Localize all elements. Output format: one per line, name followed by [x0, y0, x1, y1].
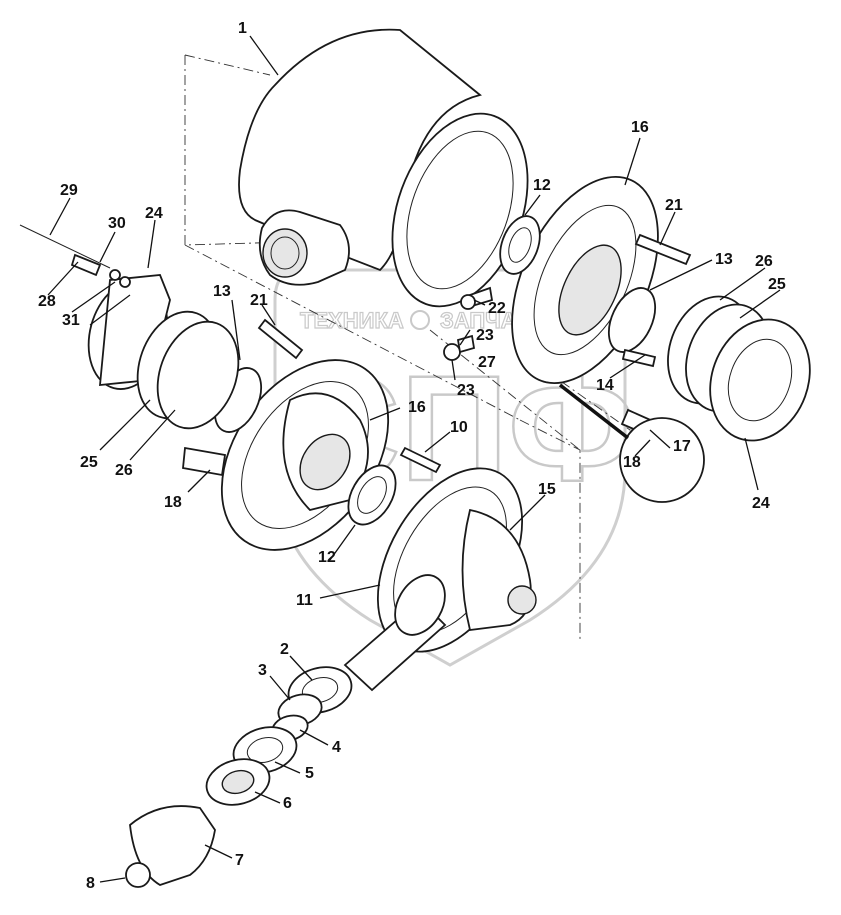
callout-31: 31	[62, 312, 80, 329]
callout-26-left: 26	[115, 462, 133, 479]
callout-12-lower: 12	[318, 549, 336, 566]
part-fasteners	[19, 224, 692, 492]
callout-22: 22	[488, 300, 506, 317]
callout-8: 8	[86, 875, 95, 892]
watermark-left-text: ТЕХНИКА	[300, 308, 404, 333]
callout-10: 10	[450, 419, 468, 436]
callout-28: 28	[38, 293, 56, 310]
callout-30: 30	[108, 215, 126, 232]
leader-lines	[47, 35, 781, 883]
callout-7: 7	[235, 852, 244, 869]
callout-1: 1	[238, 20, 247, 37]
callout-21-left: 21	[250, 292, 268, 309]
callout-13-left: 13	[213, 283, 231, 300]
part-pinion	[343, 574, 447, 692]
callout-18-left: 18	[164, 494, 182, 511]
callout-25-left: 25	[80, 454, 98, 471]
part-right-cover	[667, 295, 811, 442]
callout-18-detail: 18	[623, 454, 641, 471]
callout-24-left: 24	[145, 205, 163, 222]
watermark-gear-icon	[410, 310, 430, 330]
callout-13-right: 13	[715, 251, 733, 268]
callout-5: 5	[305, 765, 314, 782]
callout-15: 15	[538, 481, 556, 498]
callout-24-right: 24	[752, 495, 770, 512]
callout-6: 6	[283, 795, 292, 812]
callout-21-right: 21	[665, 197, 683, 214]
callout-14: 14	[596, 377, 614, 394]
callout-11: 11	[296, 592, 313, 609]
callout-26-right: 26	[755, 253, 773, 270]
part-left-cover	[87, 274, 240, 430]
callout-27: 27	[478, 354, 496, 371]
callout-25-right: 25	[768, 276, 786, 293]
part-housing	[238, 28, 529, 308]
callout-16-upper: 16	[631, 119, 649, 136]
callout-12-upper: 12	[533, 177, 551, 194]
part-pinion-stack	[125, 666, 353, 888]
callout-23-upper: 23	[476, 327, 494, 344]
detail-circle	[558, 383, 705, 503]
callout-4: 4	[332, 739, 341, 756]
callout-16-lower: 16	[408, 399, 426, 416]
callout-17: 17	[673, 438, 691, 455]
callout-labels: 1 2 3 4 5 6 7 8 10 11 12 12 13 13 14 15 …	[38, 20, 786, 892]
callout-29: 29	[60, 182, 78, 199]
callout-3: 3	[258, 662, 267, 679]
callout-23-lower: 23	[457, 382, 475, 399]
callout-2: 2	[280, 641, 289, 658]
